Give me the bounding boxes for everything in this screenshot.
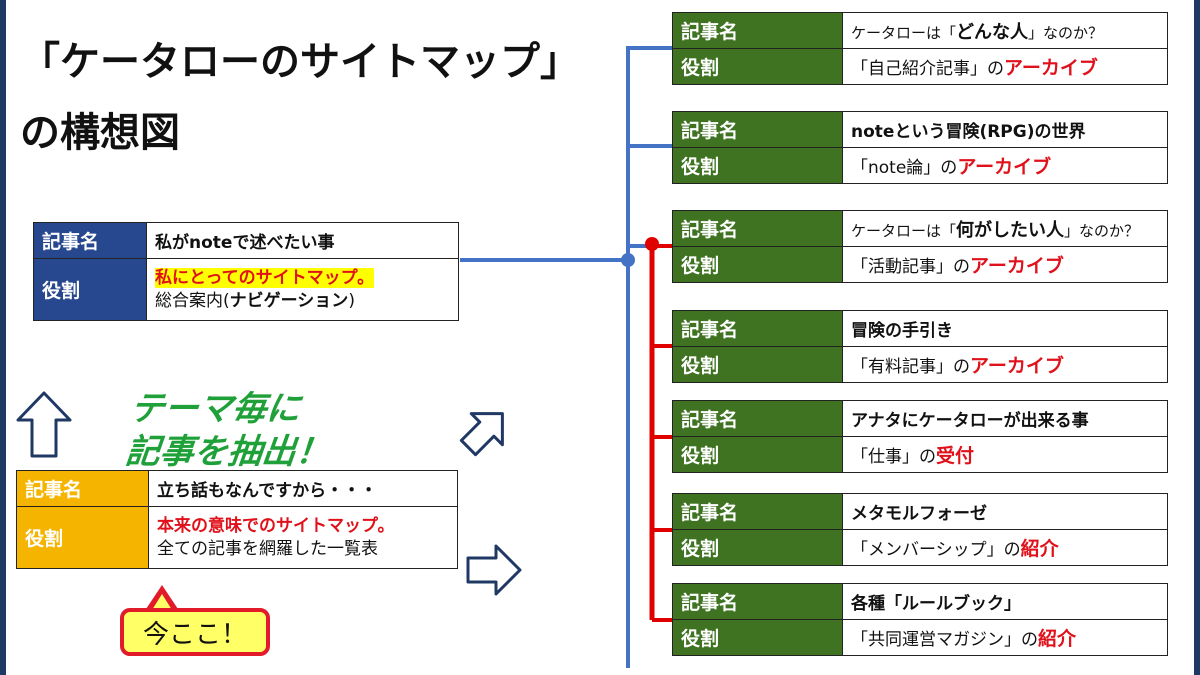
card-role-text: 「共同運営マガジン」の xyxy=(851,630,1038,650)
nav-card-name: 私がnoteで述べたい事 xyxy=(146,222,459,259)
right-card-name-label: 記事名 xyxy=(672,310,843,347)
index-card-role-red: 本来の意味でのサイトマップ。 xyxy=(157,515,395,536)
right-card-name-label: 記事名 xyxy=(672,12,843,49)
right-card: 記事名メタモルフォーゼ役割「メンバーシップ」の紹介 xyxy=(672,493,1168,566)
right-card: 記事名ケータローは「どんな人」なのか？役割「自己紹介記事」のアーカイブ xyxy=(672,12,1168,85)
right-card: 記事名アナタにケータローが出来る事役割「仕事」の受付 xyxy=(672,400,1168,473)
index-card-name: 立ち話もなんですから・・・ xyxy=(148,470,458,507)
title-line-2: の構想図 xyxy=(20,110,180,156)
right-card-role-label: 役割 xyxy=(672,619,843,656)
right-card-role-label: 役割 xyxy=(672,147,843,184)
right-card-name-label: 記事名 xyxy=(672,210,843,247)
card-name-text: 冒険の手引き xyxy=(851,321,953,341)
nav-card: 記事名 私がnoteで述べたい事 役割 私にとってのサイトマップ。 総合案内(ナ… xyxy=(33,222,459,321)
right-card-role-label: 役割 xyxy=(672,246,843,283)
up-arrow-icon xyxy=(16,391,72,458)
right-card-name-value: ケータローは「どんな人」なのか？ xyxy=(842,12,1168,49)
right-arrow-icon xyxy=(466,544,522,596)
nav-card-name-label: 記事名 xyxy=(33,222,147,259)
card-name-emphasis: 何がしたい人 xyxy=(956,219,1065,241)
nav-card-role-post: ) xyxy=(348,290,355,311)
card-role-text: 「仕事」の xyxy=(851,447,936,467)
callout-pointer-fill xyxy=(152,594,172,610)
card-name-text: 各種「ルールブック」 xyxy=(851,594,1021,614)
right-card-role-label: 役割 xyxy=(672,529,843,566)
card-name-text: アナタにケータローが出来る事 xyxy=(851,411,1089,431)
right-card: 記事名ケータローは「何がしたい人」なのか？役割「活動記事」のアーカイブ xyxy=(672,210,1168,283)
card-role-text: 「有料記事」の xyxy=(851,357,970,377)
right-card-role-value: 「有料記事」のアーカイブ xyxy=(842,346,1168,383)
right-card-name-label: 記事名 xyxy=(672,111,843,148)
card-name-text: 」なのか？ xyxy=(1028,23,1104,42)
right-card: 記事名 noteという冒険(RPG)の世界役割「note論」のアーカイブ xyxy=(672,111,1168,184)
right-card-name-label: 記事名 xyxy=(672,493,843,530)
card-role-text: 「note論」の xyxy=(851,158,958,178)
card-role-emphasis: 紹介 xyxy=(1038,628,1077,650)
right-card-role-label: 役割 xyxy=(672,346,843,383)
card-role-emphasis: アーカイブ xyxy=(970,255,1064,277)
card-name-text: ケータローは「 xyxy=(851,221,957,240)
theme-caption-line-2: 記事を抽出！ xyxy=(123,431,332,472)
right-card-role-value: 「メンバーシップ」の紹介 xyxy=(842,529,1168,566)
card-role-text: 「メンバーシップ」の xyxy=(851,540,1021,560)
diagonal-arrow-icon xyxy=(459,412,504,457)
card-name-text: メタモルフォーゼ xyxy=(851,504,987,524)
index-card-role-plain: 全ての記事を網羅した一覧表 xyxy=(157,538,378,559)
right-card-role-value: 「共同運営マガジン」の紹介 xyxy=(842,619,1168,656)
card-name-text: ケータローは「 xyxy=(851,23,957,42)
card-role-emphasis: アーカイブ xyxy=(970,355,1064,377)
theme-caption-line-1: テーマ毎に xyxy=(128,389,303,429)
right-card-name-value: ケータローは「何がしたい人」なのか？ xyxy=(842,210,1168,247)
card-role-text: 「自己紹介記事」の xyxy=(851,59,1004,79)
right-card-name-value: 各種「ルールブック」 xyxy=(842,583,1168,620)
right-card-name-value: アナタにケータローが出来る事 xyxy=(842,400,1168,437)
nav-card-role-red: 私にとってのサイトマップ。 xyxy=(155,267,375,288)
card-name-emphasis: どんな人 xyxy=(956,21,1029,43)
right-card-role-value: 「自己紹介記事」のアーカイブ xyxy=(842,48,1168,85)
nav-card-role: 私にとってのサイトマップ。 総合案内(ナビゲーション) xyxy=(146,258,459,321)
theme-caption: テーマ毎に 記事を抽出！ xyxy=(124,388,337,473)
title-line-1: 「ケータローのサイトマップ」 xyxy=(20,39,580,85)
right-card-role-label: 役割 xyxy=(672,48,843,85)
card-name-text: noteという冒険(RPG)の世界 xyxy=(851,122,1086,142)
right-card-name-value: noteという冒険(RPG)の世界 xyxy=(842,111,1168,148)
card-role-emphasis: アーカイブ xyxy=(1004,57,1098,79)
right-card: 記事名各種「ルールブック」役割「共同運営マガジン」の紹介 xyxy=(672,583,1168,656)
right-card-role-label: 役割 xyxy=(672,436,843,473)
right-card-role-value: 「note論」のアーカイブ xyxy=(842,147,1168,184)
right-card-name-value: 冒険の手引き xyxy=(842,310,1168,347)
red-junction-dot xyxy=(645,237,659,251)
index-card: 記事名 立ち話もなんですから・・・ 役割 本来の意味でのサイトマップ。 全ての記… xyxy=(16,470,458,569)
right-card-name-label: 記事名 xyxy=(672,583,843,620)
nav-card-role-pre: 総合案内( xyxy=(155,290,230,311)
here-callout: 今ここ！ xyxy=(120,608,270,656)
right-card-name-value: メタモルフォーゼ xyxy=(842,493,1168,530)
right-card-role-value: 「活動記事」のアーカイブ xyxy=(842,246,1168,283)
index-card-name-label: 記事名 xyxy=(16,470,149,507)
right-card: 記事名冒険の手引き役割「有料記事」のアーカイブ xyxy=(672,310,1168,383)
card-role-emphasis: アーカイブ xyxy=(957,156,1052,178)
index-card-role: 本来の意味でのサイトマップ。 全ての記事を網羅した一覧表 xyxy=(148,506,458,569)
index-card-role-label: 役割 xyxy=(16,506,149,569)
card-role-emphasis: 紹介 xyxy=(1020,538,1059,560)
card-name-text: 」なのか？ xyxy=(1064,221,1140,240)
card-role-emphasis: 受付 xyxy=(936,445,975,467)
right-card-name-label: 記事名 xyxy=(672,400,843,437)
card-role-text: 「活動記事」の xyxy=(851,257,970,277)
nav-card-role-bold: ナビゲーション xyxy=(229,290,349,311)
blue-junction-dot xyxy=(621,253,635,267)
nav-card-role-label: 役割 xyxy=(33,258,147,321)
right-card-role-value: 「仕事」の受付 xyxy=(842,436,1168,473)
